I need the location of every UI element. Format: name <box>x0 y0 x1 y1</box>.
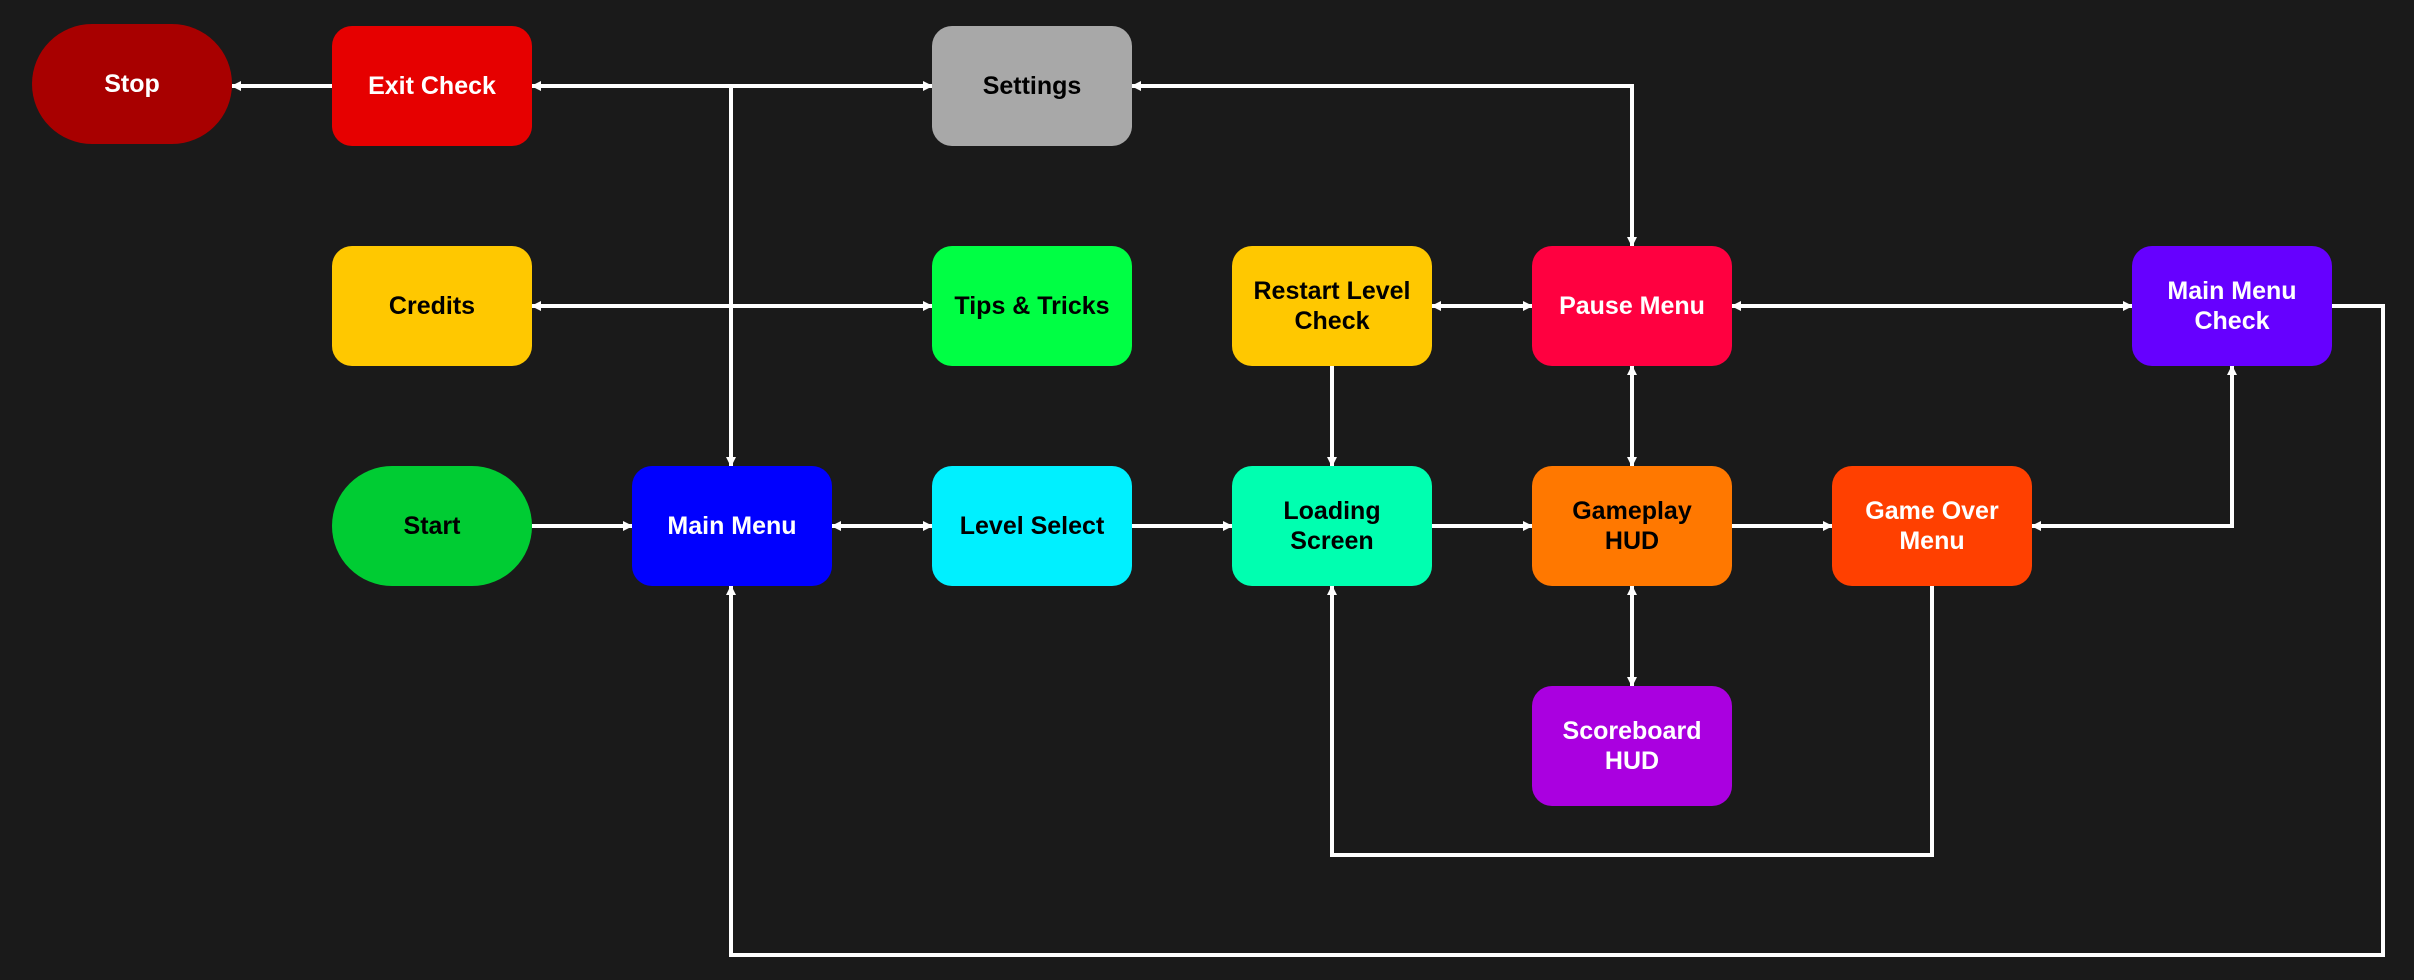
node-tips-tricks[interactable]: Tips & Tricks <box>932 246 1132 366</box>
node-label: Main Menu <box>667 512 797 540</box>
node-label: Restart Level Check <box>1253 277 1411 335</box>
connector-mmcheck-main <box>726 304 2385 957</box>
node-start[interactable]: Start <box>332 466 532 586</box>
node-gameplay-hud[interactable]: Gameplay HUD <box>1532 466 1732 586</box>
connector-mmcheck-gameover <box>2031 365 2237 531</box>
connector-gameover-loading <box>1327 585 1934 857</box>
node-label: Stop <box>104 70 160 98</box>
connector-pause-settings <box>1131 81 1637 247</box>
node-label: Gameplay HUD <box>1572 497 1692 555</box>
node-label: Scoreboard HUD <box>1562 717 1702 775</box>
node-label: Level Select <box>959 512 1105 540</box>
node-settings[interactable]: Settings <box>932 26 1132 146</box>
node-main-menu-check[interactable]: Main Menu Check <box>2132 246 2332 366</box>
node-restart-level-check[interactable]: Restart Level Check <box>1232 246 1432 366</box>
node-label: Exit Check <box>368 72 496 100</box>
node-label: Credits <box>388 292 476 320</box>
node-loading-screen[interactable]: Loading Screen <box>1232 466 1432 586</box>
node-main-menu[interactable]: Main Menu <box>632 466 832 586</box>
node-label: Main Menu Check <box>2167 277 2297 335</box>
node-label: Start <box>403 512 461 540</box>
node-label: Tips & Tricks <box>954 292 1110 320</box>
node-level-select[interactable]: Level Select <box>932 466 1132 586</box>
node-exit-check[interactable]: Exit Check <box>332 26 532 146</box>
node-credits[interactable]: Credits <box>332 246 532 366</box>
node-stop[interactable]: Stop <box>32 24 232 144</box>
node-scoreboard-hud[interactable]: Scoreboard HUD <box>1532 686 1732 806</box>
node-label: Loading Screen <box>1283 497 1381 555</box>
node-pause-menu[interactable]: Pause Menu <box>1532 246 1732 366</box>
node-game-over-menu[interactable]: Game Over Menu <box>1832 466 2032 586</box>
node-label: Game Over Menu <box>1865 497 1999 555</box>
node-label: Settings <box>982 72 1082 100</box>
node-label: Pause Menu <box>1559 292 1705 320</box>
